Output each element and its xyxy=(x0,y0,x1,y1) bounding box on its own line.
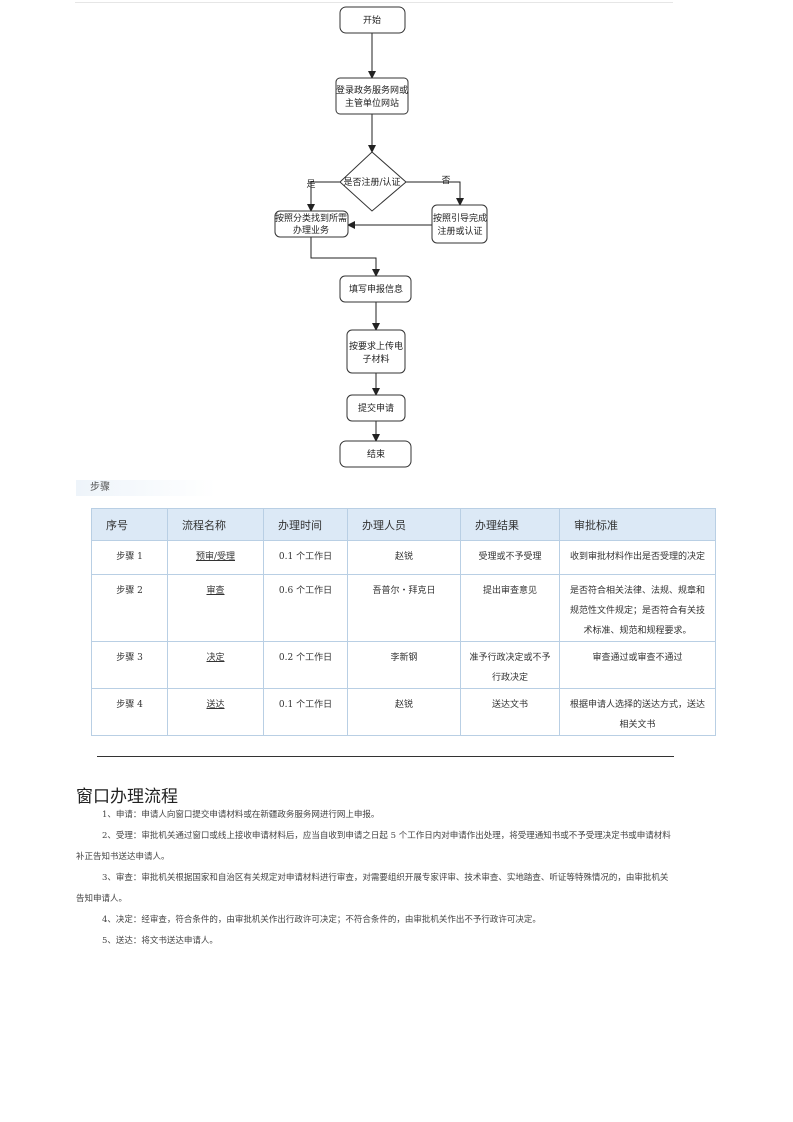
section-divider xyxy=(97,756,674,757)
flow-node-end-label: 结束 xyxy=(367,448,385,460)
header-time: 办理时间 xyxy=(263,508,348,541)
cell-standard: 根据申请人选择的送达方式，送达相关文书 xyxy=(559,688,716,736)
header-result: 办理结果 xyxy=(460,508,560,541)
cell-person: 赵锐 xyxy=(347,688,461,736)
flow-label-no: 否 xyxy=(441,175,450,186)
application-flowchart: 开始 登录政务服务网或 主管单位网站 是否注册/认证 是 否 按照分类找到所需 … xyxy=(274,6,488,468)
flow-label-yes: 是 xyxy=(306,179,315,190)
flow-node-decision: 是否注册/认证 xyxy=(339,151,407,212)
cell-standard: 是否符合相关法律、法规、规章和规范性文件规定；是否符合有关技术标准、规范和规程要… xyxy=(559,574,716,642)
cell-no: 步骤 1 xyxy=(91,540,168,575)
cell-name[interactable]: 预审/受理 xyxy=(167,540,264,575)
flow-node-find-service: 按照分类找到所需 办理业务 xyxy=(274,210,349,238)
flow-node-login-label-1: 登录政务服务网或 xyxy=(336,84,408,96)
flow-node-upload-label-2: 子材料 xyxy=(362,353,389,365)
flow-node-fill-info-label: 填写申报信息 xyxy=(349,283,403,295)
flow-node-register-guide: 按照引导完成 注册或认证 xyxy=(431,204,488,244)
cell-no: 步骤 2 xyxy=(91,574,168,642)
process-step-decide: 4、决定：经审查，符合条件的，由审批机关作出行政许可决定；不符合条件的，由审批机… xyxy=(102,915,541,925)
flow-node-find-service-label-2: 办理业务 xyxy=(293,224,329,236)
cell-person: 赵锐 xyxy=(347,540,461,575)
cell-name[interactable]: 审查 xyxy=(167,574,264,642)
flow-node-upload: 按要求上传电 子材料 xyxy=(346,329,406,374)
step-link[interactable]: 审查 xyxy=(206,586,225,596)
cell-standard: 收到审批材料作出是否受理的决定 xyxy=(559,540,716,575)
connector-find-fill xyxy=(310,237,380,277)
cell-name[interactable]: 送达 xyxy=(167,688,264,736)
step-link[interactable]: 决定 xyxy=(206,653,225,663)
cell-no: 步骤 4 xyxy=(91,688,168,736)
connector-yes xyxy=(307,181,340,212)
cell-standard: 审查通过或审查不通过 xyxy=(559,641,716,689)
flow-node-register-guide-label-2: 注册或认证 xyxy=(437,225,482,237)
process-step-review: 3、审查：审批机关根据国家和自治区有关规定对申请材料进行审查，对需要组织开展专家… xyxy=(76,873,669,904)
process-step-apply: 1、申请：申请人向窗口提交申请材料或在新疆政务服务网进行网上申报。 xyxy=(102,810,380,820)
header-name: 流程名称 xyxy=(167,508,264,541)
cell-result: 准予行政决定或不予行政决定 xyxy=(460,641,560,689)
flow-node-submit-label: 提交申请 xyxy=(358,402,394,414)
table-row: 步骤 2 审查 0.6 个工作日 吾普尔・拜克日 提出审查意见 是否符合相关法律… xyxy=(91,574,716,642)
flow-node-fill-info: 填写申报信息 xyxy=(339,275,412,303)
cell-name[interactable]: 决定 xyxy=(167,641,264,689)
steps-section-label: 步骤 xyxy=(76,480,216,496)
cell-time: 0.1 个工作日 xyxy=(263,688,348,736)
cell-time: 0.6 个工作日 xyxy=(263,574,348,642)
flow-node-login-label-2: 主管单位网站 xyxy=(345,97,399,109)
cell-time: 0.1 个工作日 xyxy=(263,540,348,575)
cell-result: 提出审查意见 xyxy=(460,574,560,642)
cell-person: 吾普尔・拜克日 xyxy=(347,574,461,642)
flow-node-start-label: 开始 xyxy=(363,14,381,26)
window-process-list: 1、申请：申请人向窗口提交申请材料或在新疆政务服务网进行网上申报。 2、受理：审… xyxy=(76,805,676,952)
table-row: 步骤 4 送达 0.1 个工作日 赵锐 送达文书 根据申请人选择的送达方式，送达… xyxy=(91,688,716,736)
flow-node-start: 开始 xyxy=(339,6,406,34)
process-step-deliver: 5、送达：将文书送达申请人。 xyxy=(102,936,218,946)
flow-node-find-service-label-1: 按照分类找到所需 xyxy=(275,212,347,224)
cell-result: 受理或不予受理 xyxy=(460,540,560,575)
header-standard: 审批标准 xyxy=(559,508,716,541)
step-link[interactable]: 预审/受理 xyxy=(195,552,236,562)
flow-node-login: 登录政务服务网或 主管单位网站 xyxy=(335,77,409,115)
connector-no xyxy=(406,181,464,206)
top-divider xyxy=(75,2,673,3)
flow-node-end: 结束 xyxy=(339,440,412,468)
cell-person: 李新钢 xyxy=(347,641,461,689)
flow-node-submit: 提交申请 xyxy=(346,394,406,422)
flow-node-register-guide-label-1: 按照引导完成 xyxy=(433,212,487,224)
table-row: 步骤 1 预审/受理 0.1 个工作日 赵锐 受理或不予受理 收到审批材料作出是… xyxy=(91,540,716,575)
cell-no: 步骤 3 xyxy=(91,641,168,689)
cell-time: 0.2 个工作日 xyxy=(263,641,348,689)
cell-result: 送达文书 xyxy=(460,688,560,736)
header-no: 序号 xyxy=(91,508,168,541)
step-link[interactable]: 送达 xyxy=(206,700,225,710)
window-process-title: 窗口办理流程 xyxy=(76,787,178,807)
flow-node-upload-label-1: 按要求上传电 xyxy=(349,340,403,352)
table-header-row: 序号 流程名称 办理时间 办理人员 办理结果 审批标准 xyxy=(91,508,716,541)
steps-table: 序号 流程名称 办理时间 办理人员 办理结果 审批标准 步骤 1 预审/受理 0… xyxy=(91,508,716,736)
header-person: 办理人员 xyxy=(347,508,461,541)
flow-node-decision-label: 是否注册/认证 xyxy=(343,176,400,188)
process-step-accept: 2、受理：审批机关通过窗口或线上接收申请材料后，应当自收到申请之日起 5 个工作… xyxy=(76,831,671,862)
table-row: 步骤 3 决定 0.2 个工作日 李新钢 准予行政决定或不予行政决定 审查通过或… xyxy=(91,641,716,689)
